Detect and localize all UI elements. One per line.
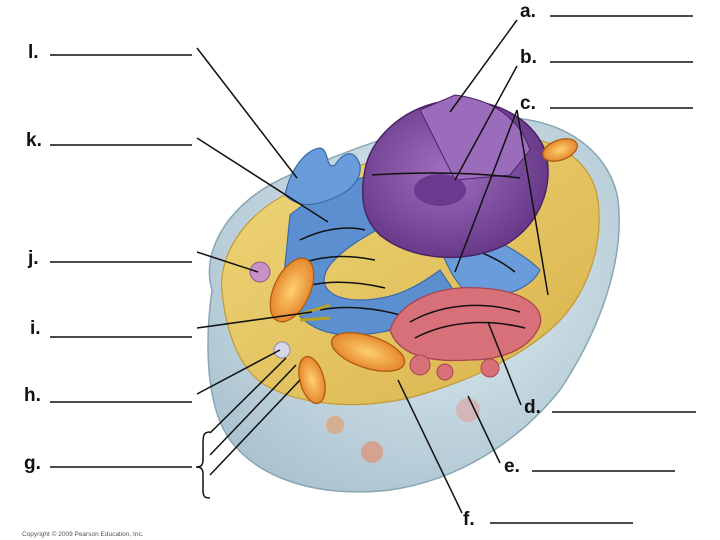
label-d: d. <box>524 397 541 418</box>
vesicle <box>273 341 291 359</box>
label-b: b. <box>520 47 537 68</box>
lysosome <box>249 261 271 283</box>
label-i: i. <box>30 318 41 339</box>
label-c: c. <box>520 93 536 114</box>
mitochondria <box>269 138 578 405</box>
label-j: j. <box>27 248 39 269</box>
label-l: l. <box>28 42 39 63</box>
label-e: e. <box>504 456 520 477</box>
copyright-text: Copyright © 2009 Pearson Education, Inc. <box>22 530 144 538</box>
label-k: k. <box>26 130 42 151</box>
bracket-g <box>195 431 211 499</box>
leader-lines <box>196 19 549 514</box>
label-g: g. <box>24 453 41 474</box>
label-f: f. <box>463 509 475 530</box>
golgi-tubules <box>284 147 361 206</box>
golgi-apparatus <box>372 286 542 381</box>
label-a: a. <box>520 1 536 22</box>
nucleolus <box>414 174 466 206</box>
nucleus <box>361 94 549 259</box>
label-h: h. <box>24 385 41 406</box>
